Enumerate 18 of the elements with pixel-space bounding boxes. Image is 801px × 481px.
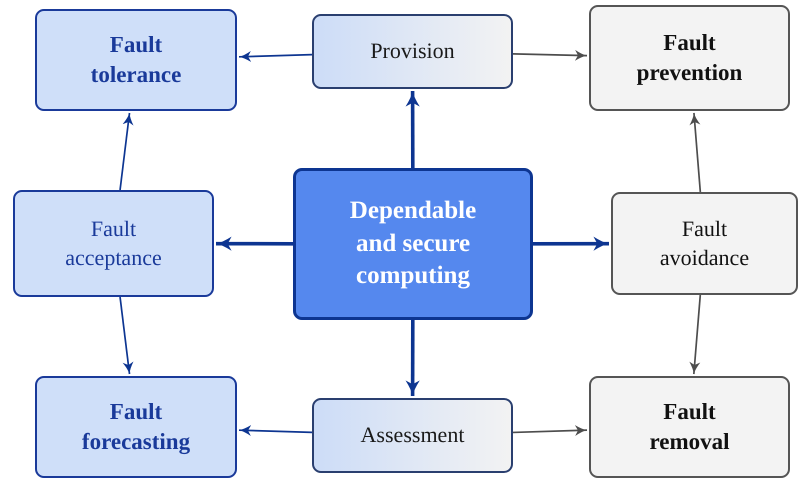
node-label: Fault removal <box>648 398 731 456</box>
category-box <box>589 5 790 111</box>
node-label: Fault prevention <box>636 29 744 87</box>
category-box <box>13 190 214 297</box>
node-label: Fault tolerance <box>90 31 182 89</box>
category-box <box>611 192 798 295</box>
main-concept-box <box>293 168 533 320</box>
means-box <box>312 14 513 89</box>
node-label: Provision <box>370 37 455 66</box>
means-box <box>312 398 513 473</box>
node-label: Assessment <box>360 421 464 450</box>
node-label: Fault avoidance <box>658 214 750 272</box>
category-box <box>589 376 790 478</box>
category-box <box>35 376 237 478</box>
node-label: Dependable and secure computing <box>348 196 478 292</box>
category-box <box>35 9 237 111</box>
node-label: Fault acceptance <box>64 214 163 272</box>
node-label: Fault forecasting <box>80 398 192 456</box>
